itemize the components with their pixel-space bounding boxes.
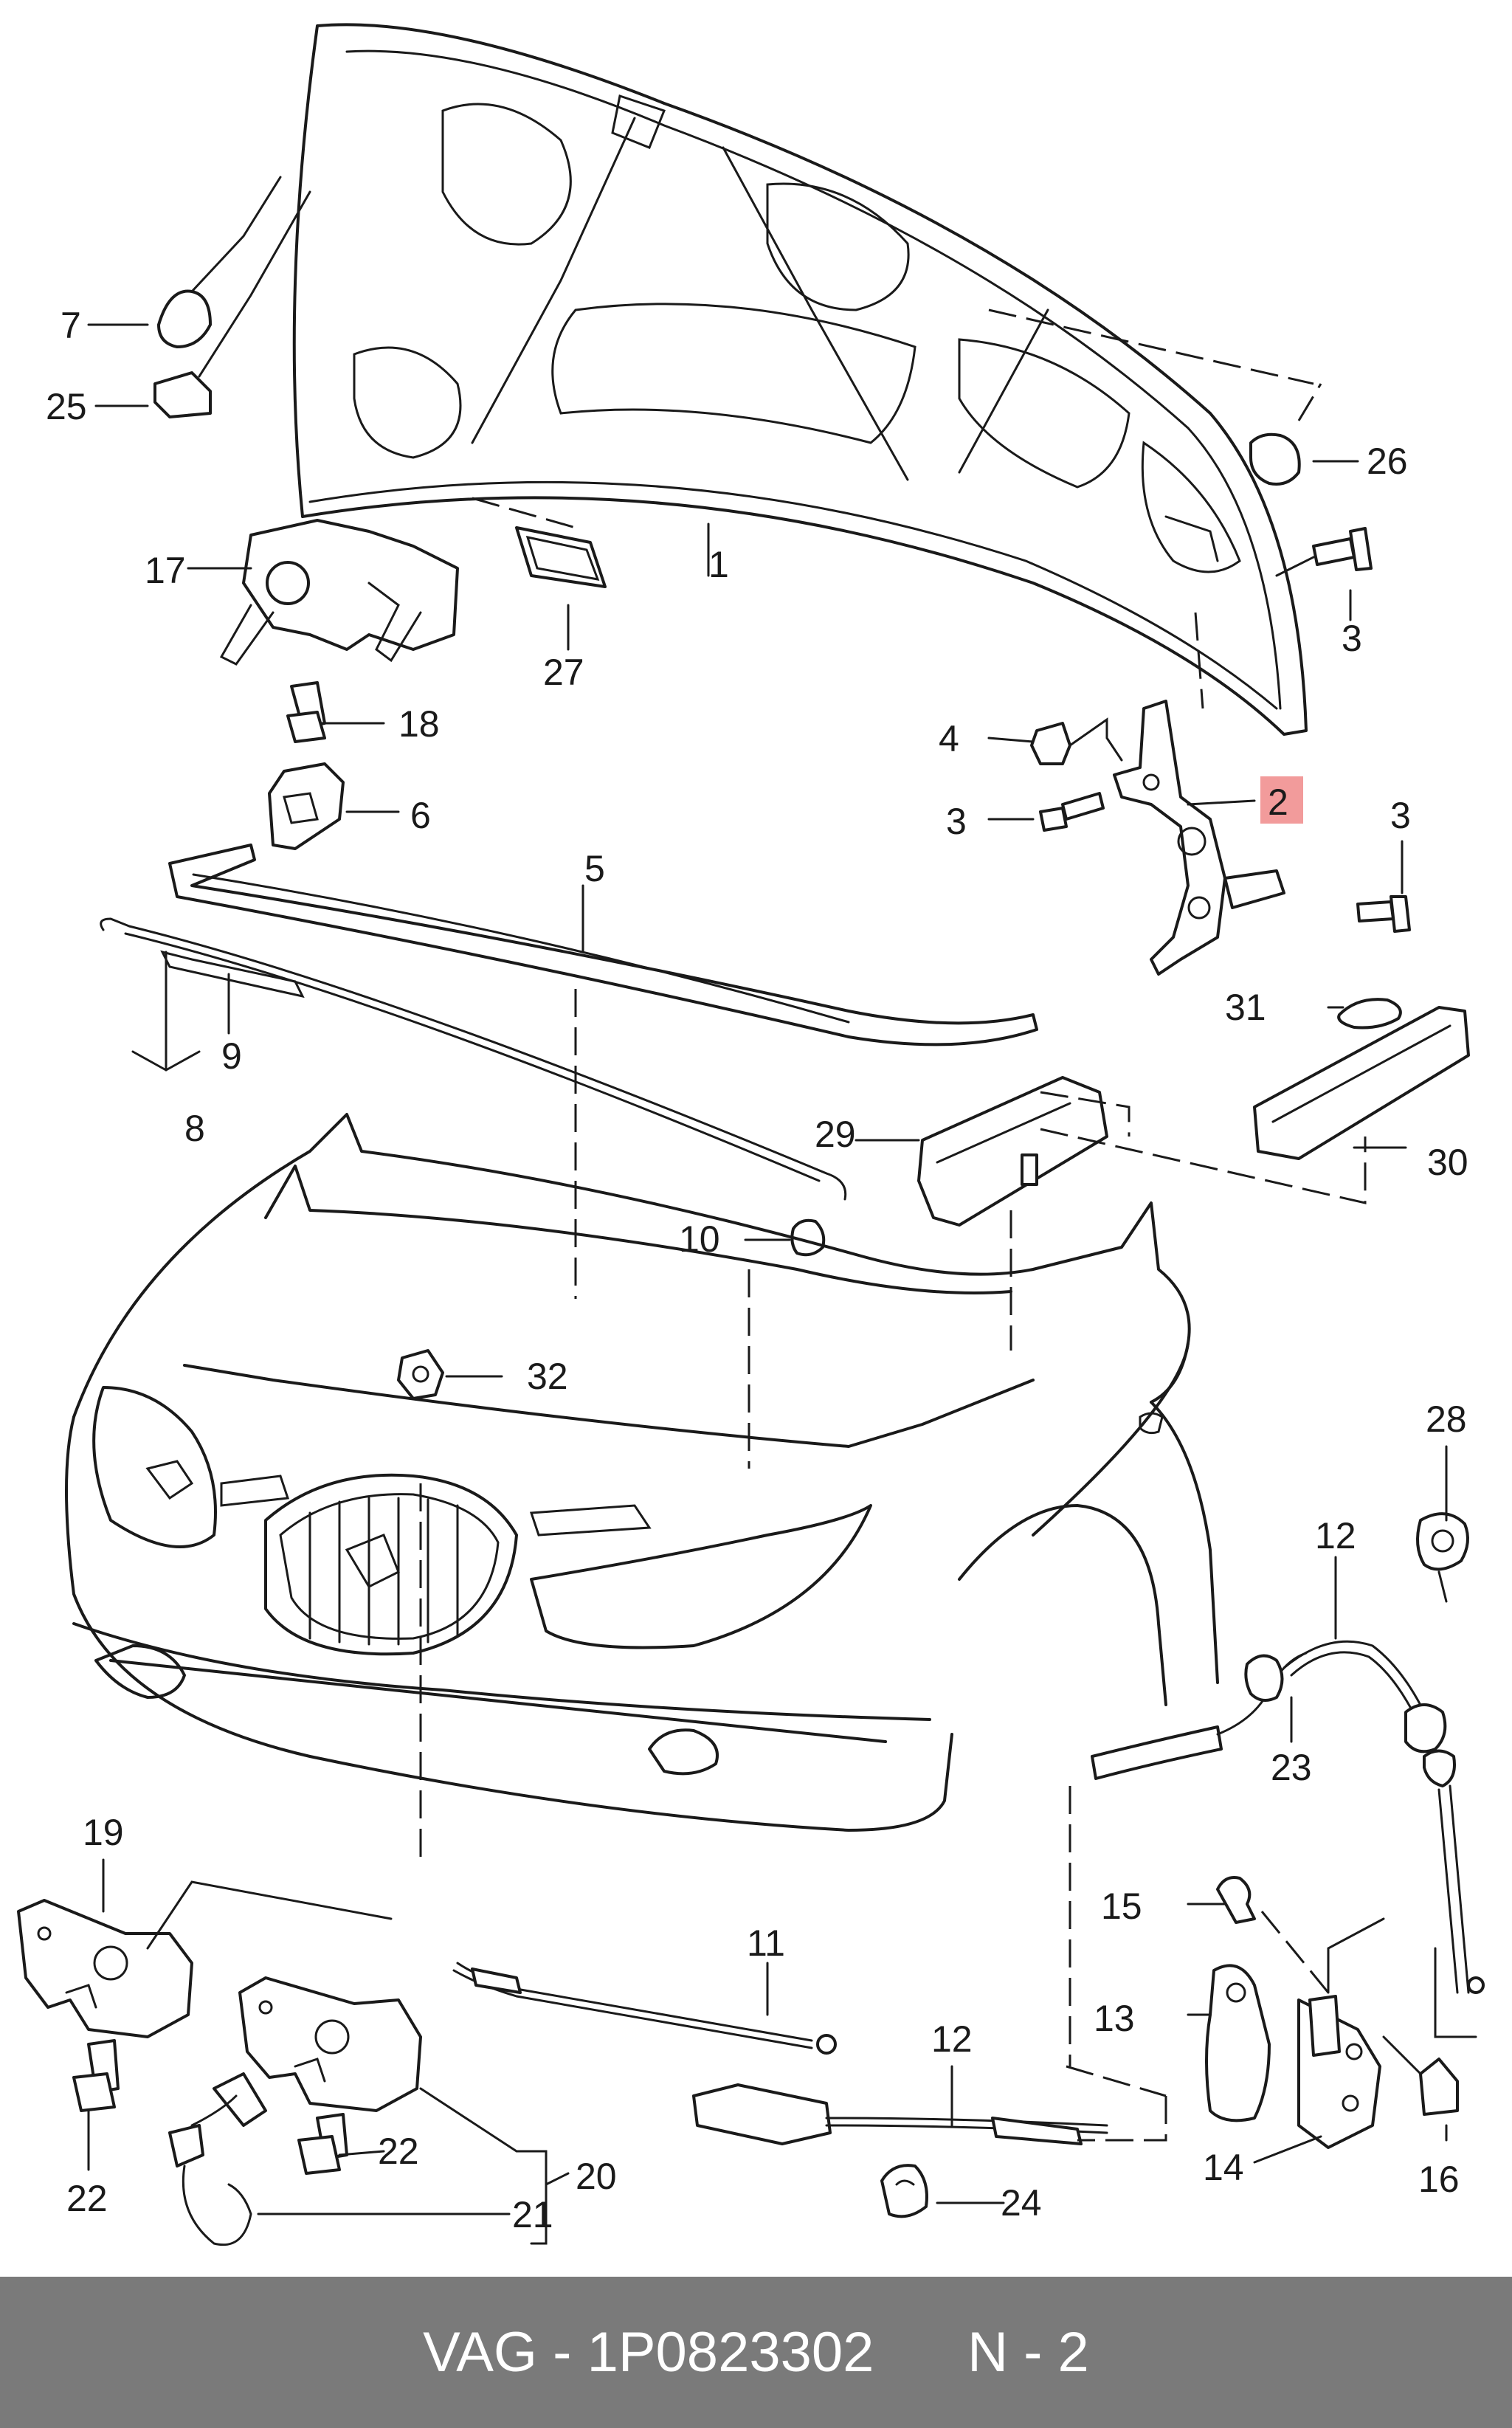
callout-20: 20 bbox=[576, 2156, 617, 2197]
callout-22-left: 22 bbox=[66, 2178, 108, 2219]
release-rod bbox=[100, 917, 847, 1201]
callout-30: 30 bbox=[1427, 1142, 1468, 1183]
hood-panel bbox=[292, 23, 1308, 736]
callout-22-right: 22 bbox=[378, 2131, 419, 2172]
callout-2: 2 bbox=[1268, 782, 1288, 823]
callout-14: 14 bbox=[1203, 2147, 1244, 2188]
part-number: 1P0823302 bbox=[587, 2321, 874, 2384]
separator: - bbox=[537, 2321, 587, 2384]
leader-lines bbox=[87, 323, 1448, 2245]
callout-28: 28 bbox=[1426, 1398, 1467, 1440]
callout-12-right: 12 bbox=[1315, 1515, 1356, 1556]
brand-label: VAG bbox=[423, 2321, 538, 2384]
callout-1: 1 bbox=[708, 544, 729, 585]
rubber-seal bbox=[472, 497, 607, 588]
callout-5: 5 bbox=[584, 848, 605, 889]
small-clips bbox=[397, 1218, 826, 1400]
exploded-view-drawing: 1 2 3 3 3 4 5 6 7 8 9 10 11 12 12 13 14 … bbox=[17, 23, 1485, 2246]
callout-9: 9 bbox=[221, 1035, 242, 1077]
footer-gap bbox=[874, 2320, 967, 2384]
parts-diagram: 1 2 3 3 3 4 5 6 7 8 9 10 11 12 12 13 14 … bbox=[17, 23, 1485, 2246]
hinge-fasteners bbox=[1030, 527, 1411, 933]
callout-29: 29 bbox=[815, 1114, 856, 1155]
callout-labels: 1 2 3 3 3 4 5 6 7 8 9 10 11 12 12 13 14 … bbox=[46, 305, 1468, 2235]
callout-23: 23 bbox=[1271, 1747, 1312, 1788]
callout-4: 4 bbox=[939, 718, 959, 759]
release-cable bbox=[452, 1652, 1308, 2145]
diagram-position: N - 2 bbox=[967, 2321, 1089, 2384]
buffer-block bbox=[268, 762, 345, 850]
highlight-box bbox=[1260, 776, 1303, 824]
callout-15: 15 bbox=[1101, 1886, 1142, 1927]
hood-bumpers bbox=[153, 176, 1322, 486]
callout-31: 31 bbox=[1225, 987, 1266, 1028]
cable-clip bbox=[880, 2164, 928, 2218]
callout-3-top: 3 bbox=[1342, 618, 1362, 659]
seal-strip bbox=[168, 844, 1038, 1046]
callout-10: 10 bbox=[679, 1218, 720, 1260]
callout-17: 17 bbox=[145, 550, 186, 591]
callout-25: 25 bbox=[46, 386, 87, 427]
callout-8: 8 bbox=[184, 1108, 205, 1149]
callout-7: 7 bbox=[61, 305, 81, 346]
callout-16: 16 bbox=[1418, 2159, 1460, 2200]
hood-hinge bbox=[1113, 700, 1285, 976]
callout-32: 32 bbox=[527, 1356, 568, 1397]
hood-lock-lower-left bbox=[17, 1899, 193, 2112]
callout-24: 24 bbox=[1001, 2182, 1042, 2224]
part-number-footer: VAG - 1P0823302 N - 2 bbox=[0, 2277, 1512, 2428]
callout-27: 27 bbox=[543, 652, 584, 693]
callout-18: 18 bbox=[398, 703, 440, 745]
callout-11: 11 bbox=[747, 1922, 785, 1964]
lock-sensor-wire bbox=[168, 2072, 267, 2246]
callout-3-hinge: 3 bbox=[946, 801, 967, 842]
callout-3-right: 3 bbox=[1390, 795, 1411, 836]
hood-lock-lower-right bbox=[238, 1976, 422, 2175]
hood-lock-upper bbox=[219, 519, 459, 743]
callout-6: 6 bbox=[410, 795, 431, 836]
cable-grommets bbox=[1244, 1512, 1485, 1994]
side-brackets bbox=[917, 998, 1470, 1351]
release-handle-assembly bbox=[1205, 1876, 1477, 2149]
callout-19: 19 bbox=[83, 1812, 124, 1853]
callout-13: 13 bbox=[1094, 1998, 1135, 2039]
callout-26: 26 bbox=[1367, 441, 1408, 482]
callout-12-bottom: 12 bbox=[931, 2018, 973, 2060]
callout-21: 21 bbox=[512, 2194, 553, 2235]
car-front-body bbox=[65, 989, 1219, 1860]
